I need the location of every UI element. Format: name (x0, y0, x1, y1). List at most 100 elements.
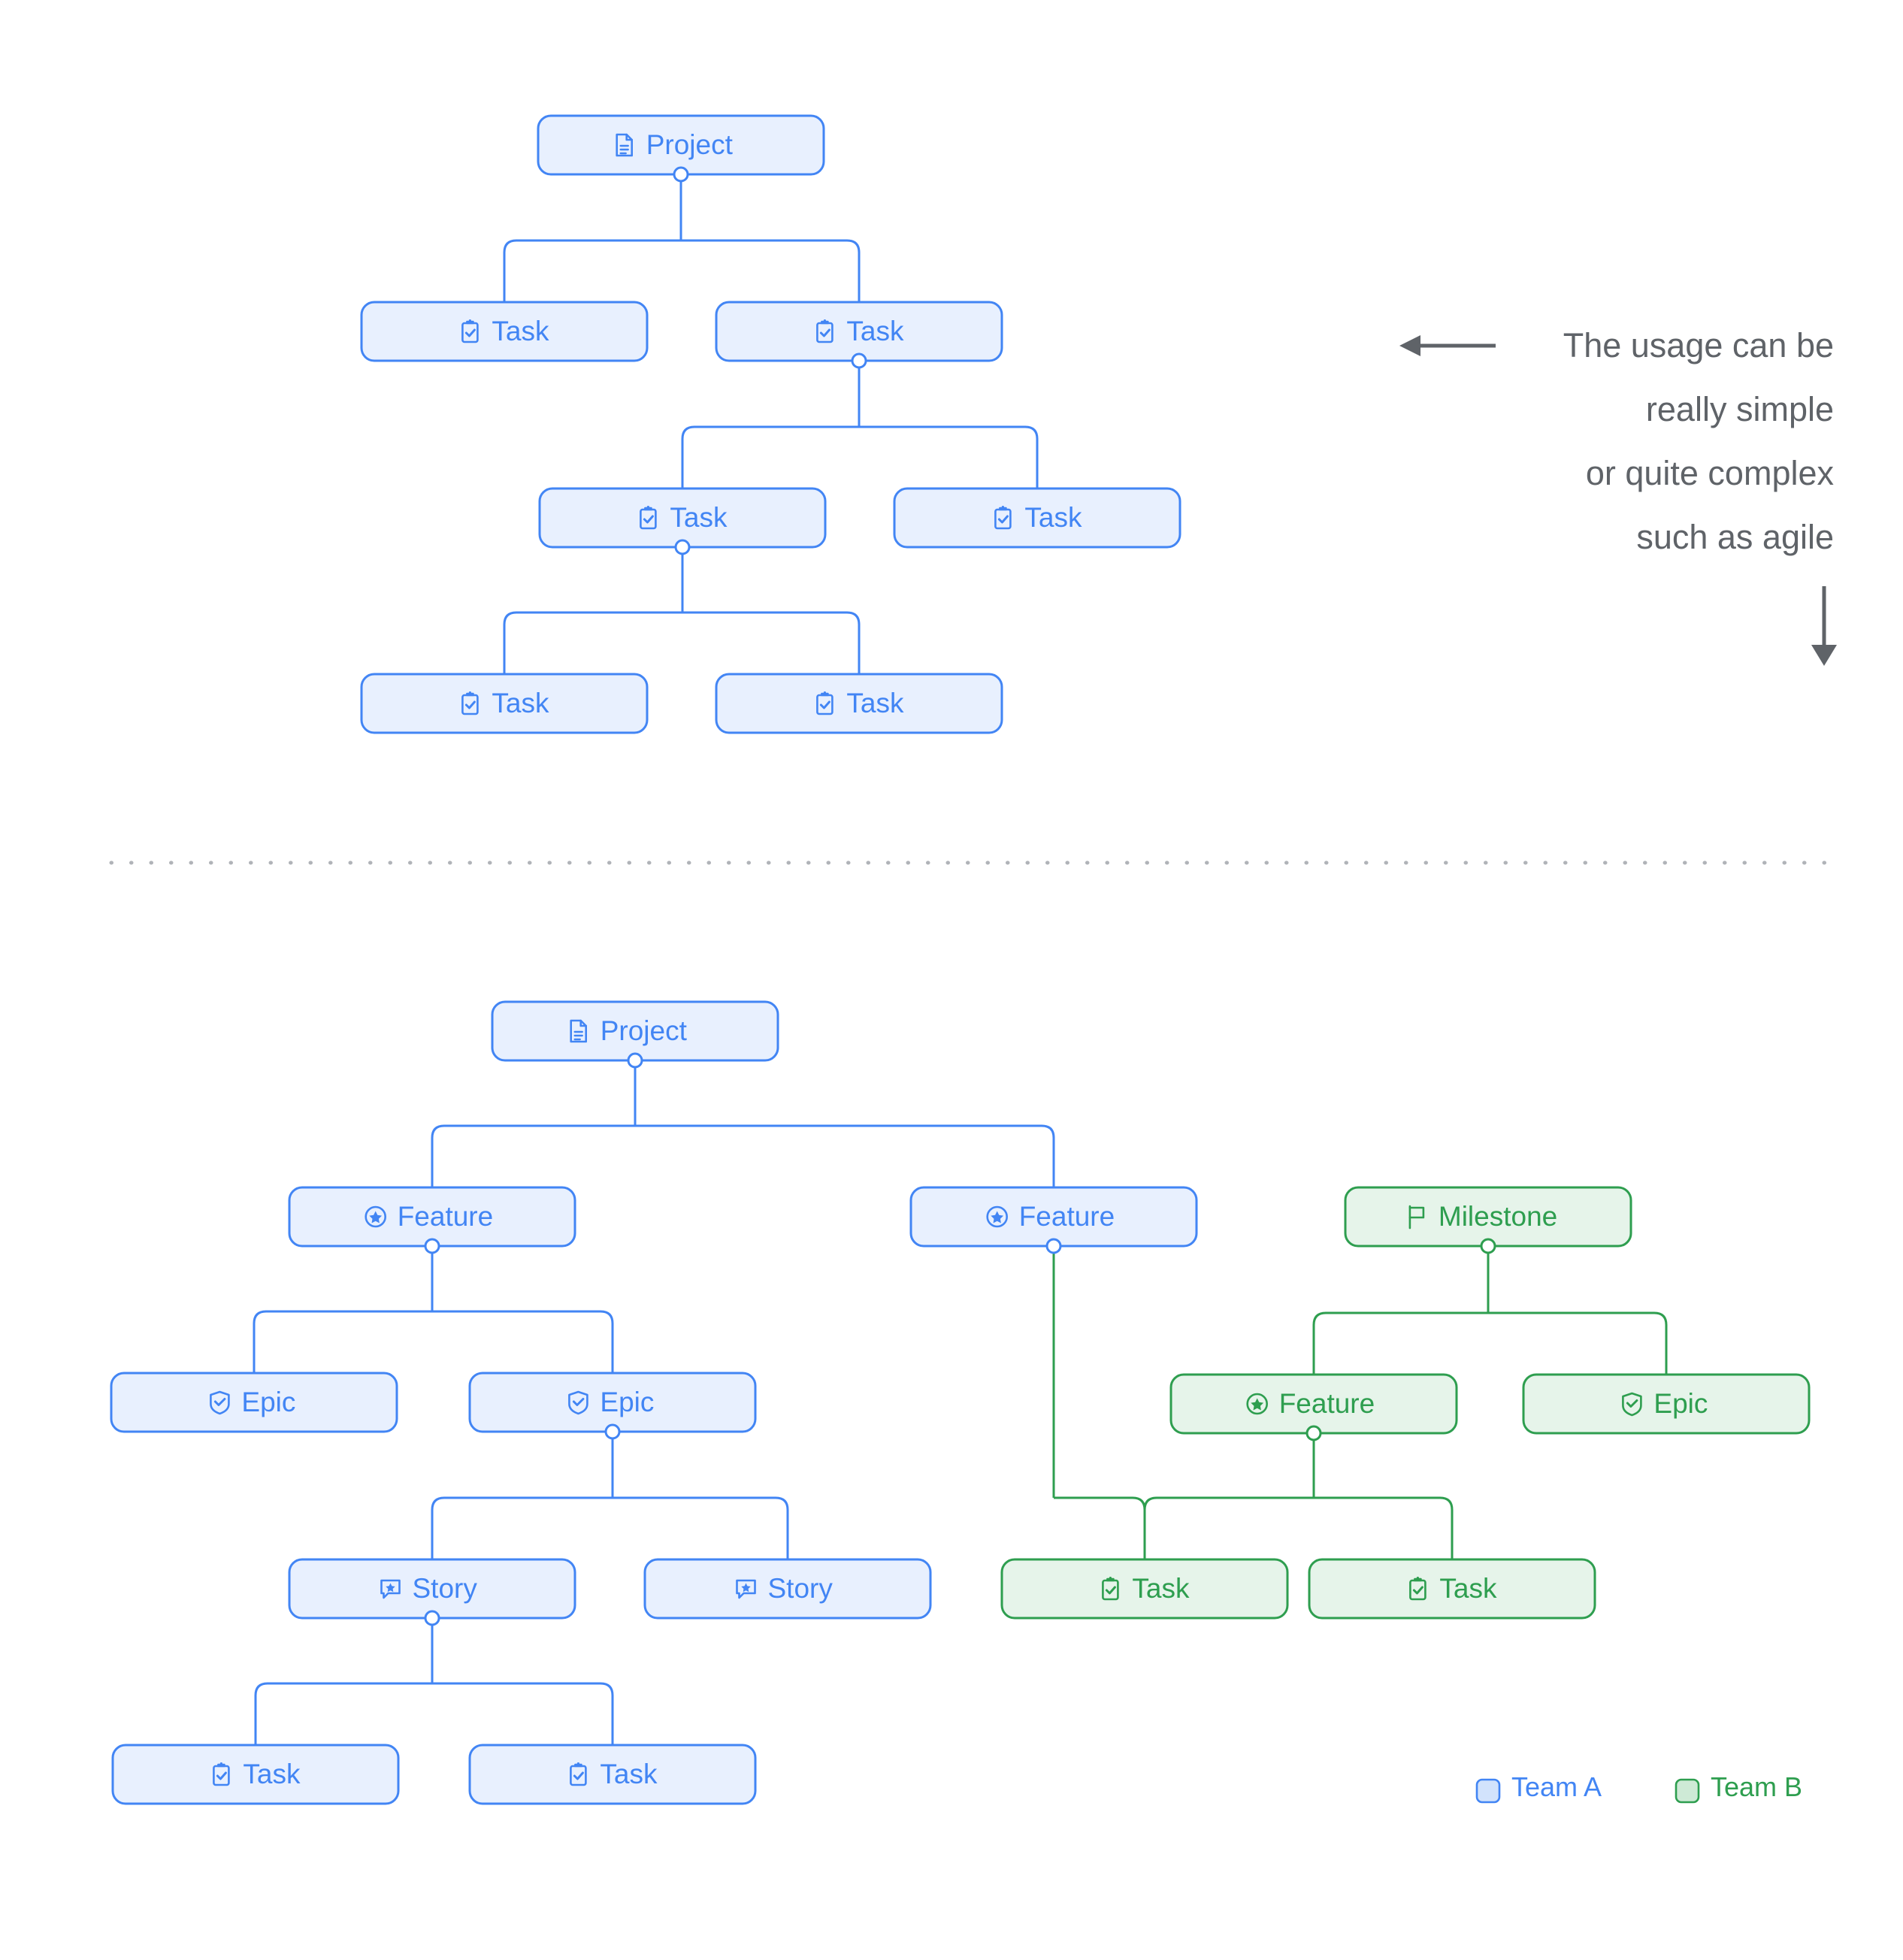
edge-connector (1314, 1496, 1454, 1559)
node-box[interactable] (111, 1744, 400, 1805)
node-task[interactable]: Task (468, 1744, 757, 1805)
node-task[interactable]: Task (538, 487, 827, 549)
node-box[interactable] (360, 673, 649, 734)
legend-item[interactable]: Team B (1675, 1771, 1802, 1804)
edge-connector (431, 1124, 635, 1187)
node-box[interactable] (1000, 1558, 1289, 1620)
clipboard-check-icon (994, 506, 1012, 530)
node-task[interactable]: Task (111, 1744, 400, 1805)
node-story[interactable]: Story (643, 1558, 932, 1620)
node-box[interactable] (110, 1372, 398, 1433)
edge-connector (635, 1124, 1055, 1187)
node-label: Task (492, 316, 549, 346)
node-label: Milestone (1439, 1201, 1557, 1232)
node-box[interactable] (360, 301, 649, 362)
node-project[interactable]: Project (537, 114, 825, 176)
edge-connector (681, 425, 859, 488)
node-feature[interactable]: Feature (1169, 1373, 1458, 1435)
edge-connector (613, 1496, 789, 1559)
node-task[interactable]: Task (893, 487, 1181, 549)
connector-port[interactable] (627, 1052, 643, 1069)
node-task[interactable]: Task (1000, 1558, 1289, 1620)
connector-port[interactable] (1305, 1425, 1322, 1441)
edge-connector (681, 239, 861, 302)
node-label: Feature (1279, 1388, 1375, 1419)
connector-port[interactable] (674, 539, 691, 555)
star-circle-icon (986, 1205, 1008, 1228)
node-label: Task (243, 1759, 301, 1789)
arrow-left-icon (1399, 335, 1420, 356)
connector-port[interactable] (424, 1238, 440, 1254)
clipboard-check-icon (816, 319, 834, 343)
document-icon (570, 1019, 588, 1043)
edge-connector (1488, 1311, 1668, 1375)
square-swatch-icon (1475, 1778, 1501, 1804)
connector-port[interactable] (604, 1423, 621, 1440)
edge-connector (682, 611, 861, 674)
node-feature[interactable]: Feature (909, 1186, 1198, 1248)
shield-check-icon (210, 1390, 230, 1415)
annotation-line: really simple (1646, 390, 1834, 428)
node-epic[interactable]: Epic (110, 1372, 398, 1433)
node-story[interactable]: Story (288, 1558, 576, 1620)
node-milestone[interactable]: Milestone (1344, 1186, 1632, 1248)
edge-connector (432, 1310, 614, 1373)
node-box[interactable] (1522, 1373, 1811, 1435)
square-swatch-icon (1675, 1778, 1700, 1804)
edge-connector (1054, 1496, 1146, 1559)
node-label: Task (846, 688, 904, 718)
annotation-line: or quite complex (1586, 454, 1835, 492)
node-label: Task (1439, 1573, 1497, 1604)
node-task[interactable]: Task (360, 673, 649, 734)
node-epic[interactable]: Epic (468, 1372, 757, 1433)
legend-item[interactable]: Team A (1475, 1771, 1602, 1804)
node-project[interactable]: Project (491, 1000, 779, 1062)
flag-icon (1408, 1205, 1425, 1230)
edge-layer (253, 174, 1668, 1745)
annotation-line: The usage can be (1563, 326, 1834, 364)
node-box[interactable] (643, 1558, 932, 1620)
node-label: Epic (241, 1387, 295, 1417)
edge-connector (432, 1682, 614, 1745)
node-label: Task (1132, 1573, 1190, 1604)
connector-port[interactable] (851, 352, 867, 369)
connector-port[interactable] (424, 1610, 440, 1626)
node-label: Task (600, 1759, 658, 1789)
legend: Team A Team B (1475, 1771, 1802, 1804)
edge-connector (253, 1310, 432, 1373)
node-box[interactable] (715, 673, 1003, 734)
node-task[interactable]: Task (1308, 1558, 1596, 1620)
connector-port[interactable] (673, 166, 689, 183)
clipboard-check-icon (640, 506, 657, 530)
node-box[interactable] (468, 1744, 757, 1805)
clipboard-check-icon (461, 319, 479, 343)
speech-star-icon (380, 1579, 401, 1599)
node-box[interactable] (893, 487, 1181, 549)
node-task[interactable]: Task (715, 301, 1003, 362)
edge-connector (1143, 1496, 1314, 1559)
star-circle-icon (365, 1205, 387, 1228)
clipboard-check-icon (816, 691, 834, 715)
clipboard-check-icon (213, 1762, 230, 1786)
connector-port[interactable] (1480, 1238, 1496, 1254)
connector-port[interactable] (1045, 1238, 1062, 1254)
shield-check-icon (1622, 1392, 1642, 1417)
legend-label: Team B (1711, 1771, 1802, 1802)
node-label: Task (1024, 502, 1082, 533)
edge-connector (503, 611, 682, 674)
node-feature[interactable]: Feature (288, 1186, 576, 1248)
edge-connector (431, 1496, 613, 1559)
node-box[interactable] (1308, 1558, 1596, 1620)
edge-connector (503, 239, 681, 302)
node-task[interactable]: Task (715, 673, 1003, 734)
node-task[interactable]: Task (360, 301, 649, 362)
node-epic[interactable]: Epic (1522, 1373, 1811, 1435)
node-label: Task (492, 688, 549, 718)
document-icon (616, 133, 634, 157)
arrow-down-icon (1811, 645, 1837, 666)
node-label: Story (768, 1573, 834, 1604)
node-label: Project (601, 1015, 688, 1046)
star-circle-icon (1246, 1393, 1268, 1415)
